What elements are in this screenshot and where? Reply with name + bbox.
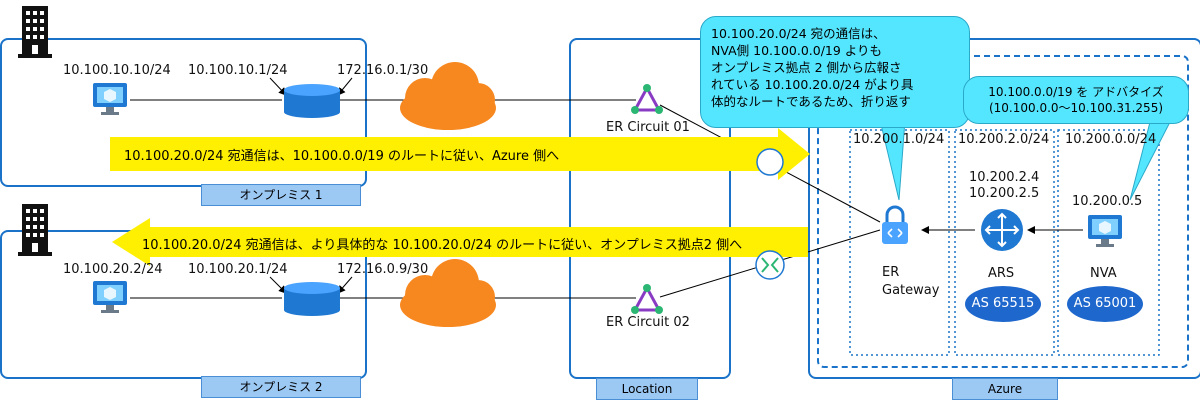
- nva-icon: [1088, 215, 1122, 247]
- subnet3-box: [1057, 129, 1160, 356]
- circuit1-label: ER Circuit 01: [606, 120, 690, 135]
- cloud-icon-2: [400, 259, 496, 327]
- onprem2-peer-ip: 172.16.0.9/30: [337, 262, 429, 277]
- subnet2-box: [954, 129, 1055, 356]
- azure-vnet-dashed: [817, 55, 1189, 368]
- route-arrow-left: [112, 218, 808, 266]
- nva-label: NVA: [1090, 266, 1117, 281]
- onprem2-router-ip: 10.100.20.1/24: [188, 262, 288, 277]
- er-circuit-icon-1: [631, 84, 663, 114]
- route-arrow-right: [110, 128, 810, 180]
- onprem1-tag: オンプレミス 1: [201, 184, 361, 206]
- subnet2-label: 10.200.2.0/24: [958, 132, 1050, 147]
- cloud-icon-1: [400, 62, 496, 130]
- host-icon-1: [93, 83, 127, 115]
- router-icon-2: [284, 282, 340, 316]
- router-icon-1: [284, 84, 340, 118]
- leader-router1-ip: [269, 77, 287, 96]
- ars-ip-2: 10.200.2.5: [969, 186, 1040, 201]
- host-icon-2: [93, 281, 127, 313]
- nva-as-badge: AS 65001: [1067, 286, 1143, 322]
- nva-ip: 10.200.0.5: [1072, 194, 1143, 209]
- leader-peer1-ip: [337, 77, 353, 96]
- onprem1-router-ip: 10.100.10.1/24: [188, 63, 288, 78]
- subnet3-label: 10.200.0.0/24: [1065, 132, 1157, 147]
- onprem1-host-ip: 10.100.10.10/24: [63, 63, 171, 78]
- connection-icon-2: [755, 250, 785, 280]
- subnet1-box: [849, 129, 950, 356]
- ars-ip-1: 10.200.2.4: [969, 170, 1040, 185]
- ars-as-badge: AS 65515: [965, 286, 1041, 322]
- callout-nva: 10.100.0.0/19 を アドバタイズ (10.100.0.0～10.10…: [963, 76, 1189, 124]
- callout-main: 10.100.20.0/24 宛の通信は、 NVA側 10.100.0.0/19…: [700, 16, 970, 128]
- subnet1-label: 10.200.1.0/24: [853, 132, 945, 147]
- connection-icon-1: [756, 148, 784, 176]
- er-circuit-icon-2: [631, 284, 663, 314]
- ars-icon: [981, 209, 1023, 251]
- location-tag: Location: [596, 378, 698, 400]
- azure-tag: Azure: [952, 378, 1058, 400]
- ars-label: ARS: [988, 266, 1015, 281]
- onprem2-tag: オンプレミス 2: [201, 376, 361, 398]
- leader-peer2-ip: [337, 276, 353, 294]
- onprem2-host-ip: 10.100.20.2/24: [63, 262, 163, 277]
- leader-router2-ip: [269, 276, 287, 294]
- route-right-text: 10.100.20.0/24 宛通信は、10.100.0.0/19 のルートに従…: [124, 149, 560, 164]
- route-left-text: 10.100.20.0/24 宛通信は、より具体的な 10.100.20.0/2…: [142, 238, 743, 253]
- circuit2-label: ER Circuit 02: [606, 315, 690, 330]
- onprem1-peer-ip: 172.16.0.1/30: [337, 63, 429, 78]
- gateway-label: ER Gateway: [882, 265, 940, 298]
- er-gateway-icon: [882, 205, 908, 244]
